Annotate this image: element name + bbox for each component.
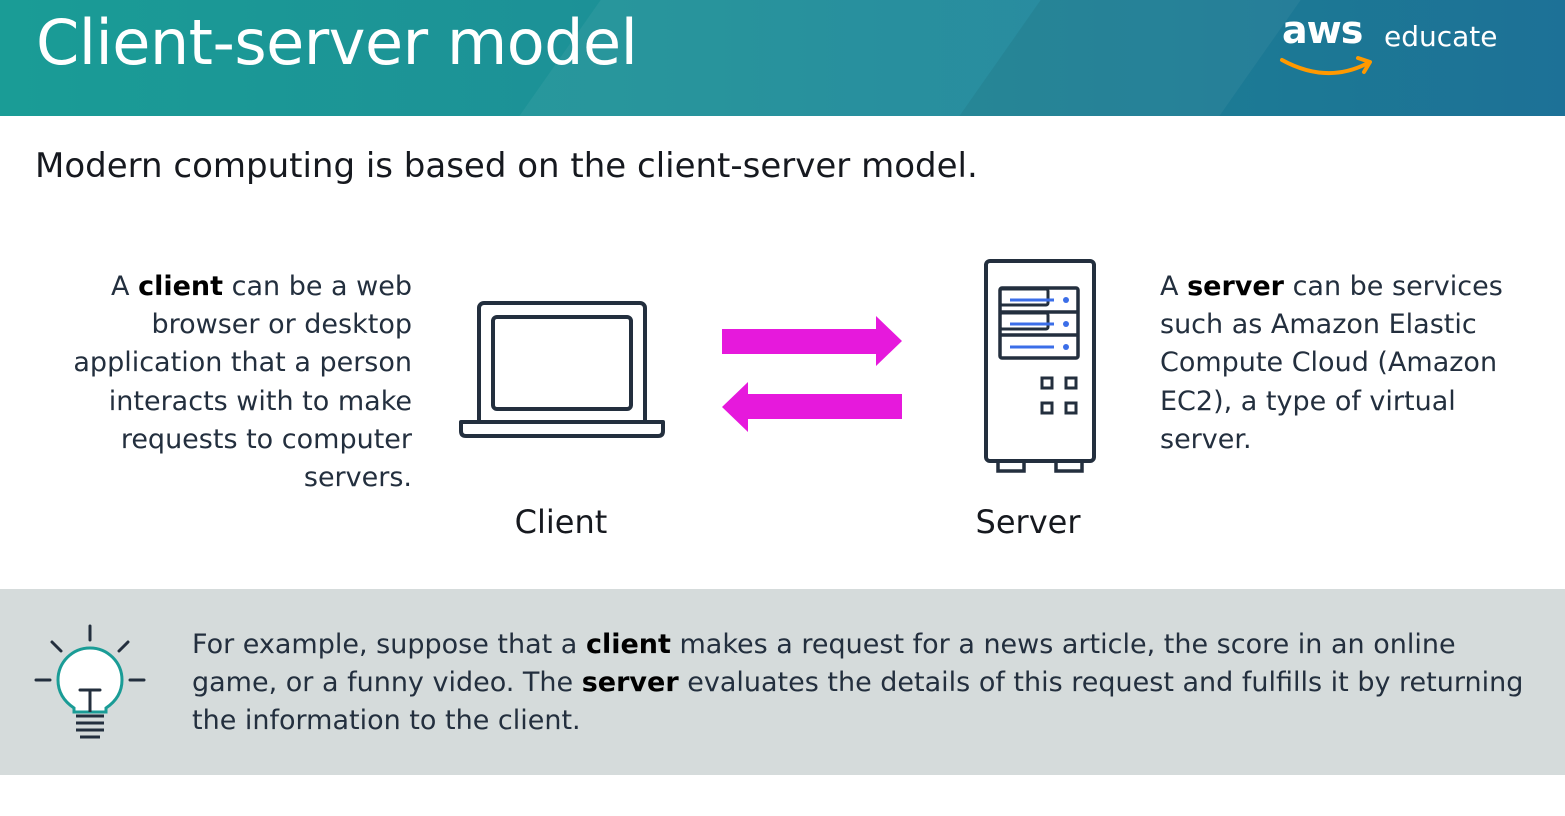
tip-text-part: For example, suppose that a: [192, 629, 586, 660]
server-description: A server can be services such as Amazon …: [1160, 268, 1540, 459]
logo-aws-text: aws: [1282, 8, 1363, 52]
aws-smile-icon: [1280, 56, 1372, 75]
server-keyword: server: [1187, 271, 1284, 302]
server-desc-body: can be services such as Amazon Elastic C…: [1160, 271, 1503, 455]
arrow-left-icon: [722, 382, 902, 432]
client-desc-body: can be a web browser or desktop applicat…: [73, 271, 412, 494]
tip-keyword-client: client: [585, 629, 671, 660]
server-caption: Server: [975, 503, 1081, 541]
aws-educate-logo: aws educate: [1278, 8, 1508, 78]
logo-educate-text: educate: [1384, 20, 1498, 53]
server-desc-lead: A: [1160, 271, 1188, 302]
header-banner: Client-server model aws educate: [0, 0, 1565, 116]
client-description: A client can be a web browser or desktop…: [40, 268, 412, 497]
laptop-icon: [459, 301, 665, 438]
client-caption: Client: [514, 503, 608, 541]
lightbulb-icon: [34, 624, 146, 739]
arrow-right-icon: [722, 316, 902, 366]
server-tower-icon: [984, 259, 1096, 473]
tip-text-part: evaluates the details of this request an…: [192, 667, 1524, 737]
tip-keyword-server: server: [581, 667, 679, 699]
tip-panel: [0, 589, 1565, 775]
intro-text: Modern computing is based on the client-…: [35, 146, 978, 186]
client-desc-lead: A: [111, 271, 139, 302]
page-title: Client-server model: [36, 6, 638, 79]
tip-text-part: makes a request for a news article, the …: [192, 629, 1456, 699]
client-keyword: client: [138, 271, 224, 302]
tip-text: For example, suppose that a client makes…: [192, 626, 1532, 741]
